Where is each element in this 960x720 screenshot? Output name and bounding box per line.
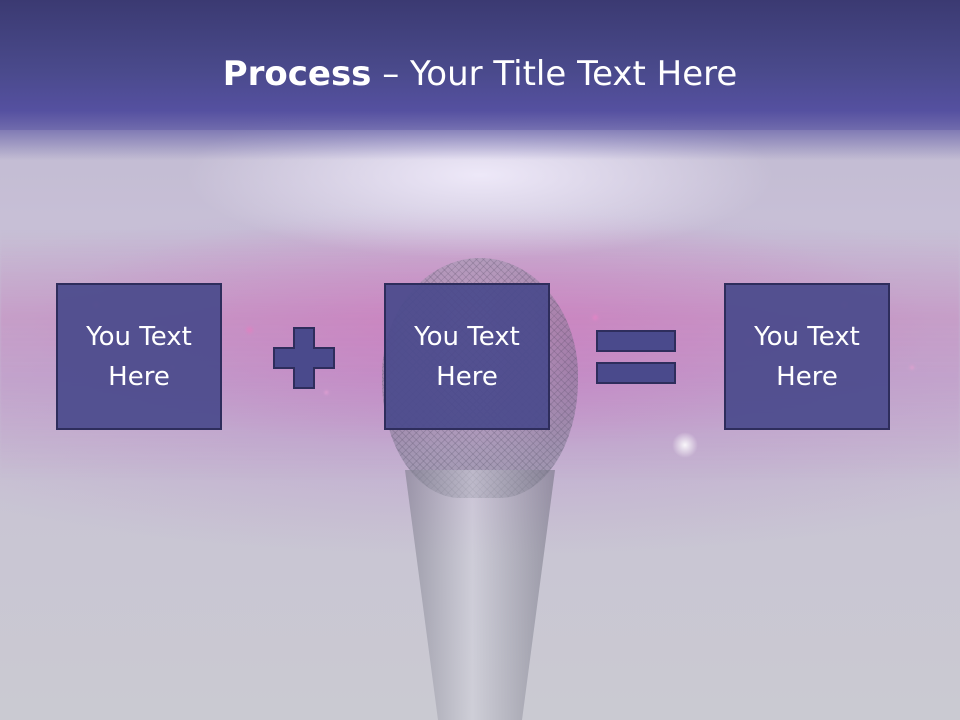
slide-title[interactable]: Process – Your Title Text Here [0,52,960,96]
title-bar [0,0,960,130]
process-box-3[interactable]: You Text Here [724,283,890,430]
process-box-1-text: You Text Here [86,321,192,392]
process-box-2-text: You Text Here [414,321,520,392]
title-rest: – Your Title Text Here [371,54,738,94]
process-box-2[interactable]: You Text Here [384,283,550,430]
plus-icon [273,327,335,389]
title-bar-fade [0,130,960,160]
equals-icon [596,330,676,384]
process-box-3-text: You Text Here [754,321,860,392]
stage-light [672,432,698,458]
title-bold: Process [222,54,372,94]
process-box-1[interactable]: You Text Here [56,283,222,430]
